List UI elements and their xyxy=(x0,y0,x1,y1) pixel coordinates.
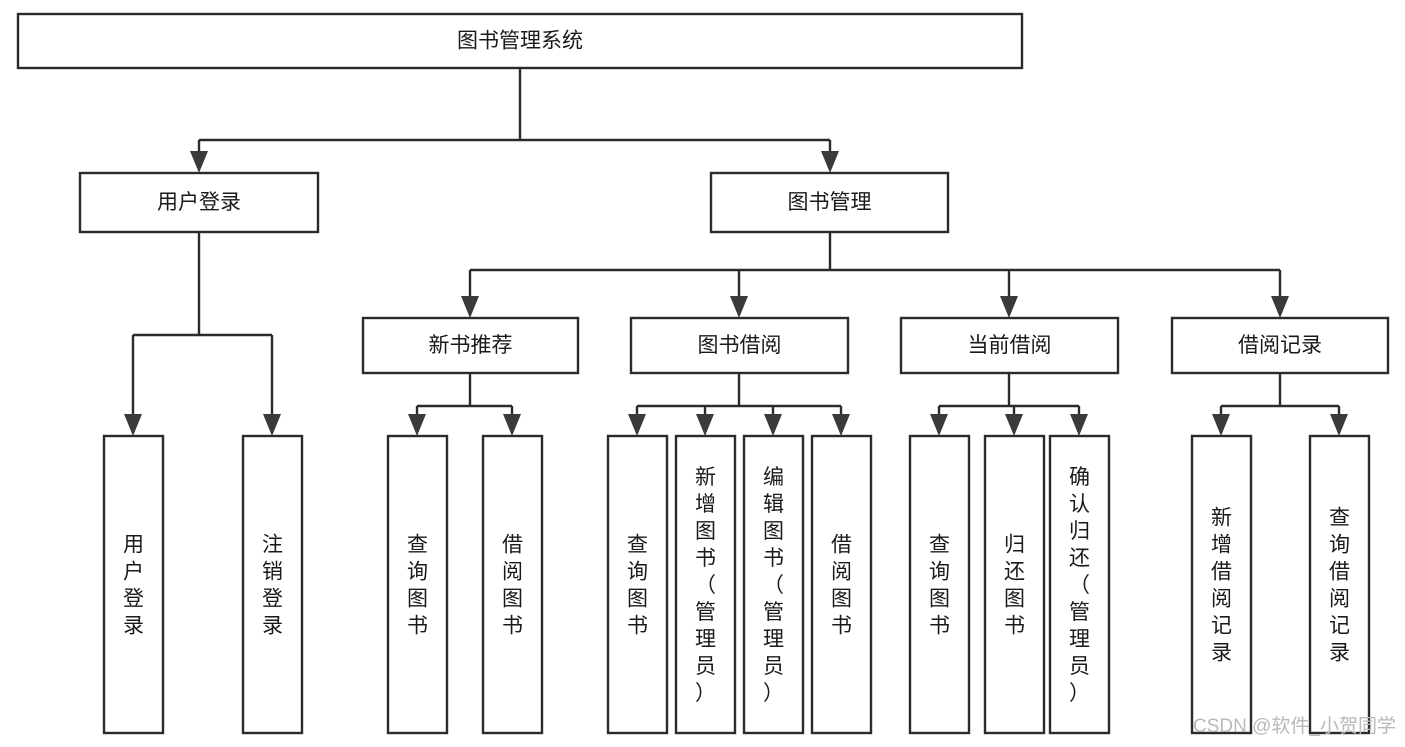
node-leaf-12-box[interactable] xyxy=(1308,434,1371,735)
node-leaf-11-label: 新增借阅记录 xyxy=(1211,507,1232,665)
node-leaf-0[interactable]: 用户登录 xyxy=(102,434,165,735)
node-l3-1-label: 图书借阅 xyxy=(698,334,782,357)
arrow-head-icon xyxy=(730,296,748,318)
node-leaf-11[interactable]: 新增借阅记录 xyxy=(1190,434,1253,735)
node-leaf-4-label: 查询图书 xyxy=(627,534,648,638)
arrow-head-icon xyxy=(1005,414,1023,436)
node-leaf-2-label: 查询图书 xyxy=(407,534,428,638)
node-leaf-8-label: 查询图书 xyxy=(929,534,950,638)
node-leaf-1[interactable]: 注销登录 xyxy=(241,434,304,735)
arrow-head-icon xyxy=(696,414,714,436)
arrow-head-icon xyxy=(1212,414,1230,436)
node-l3-0-box[interactable] xyxy=(361,316,580,375)
arrow-head-icon xyxy=(821,151,839,173)
arrow-head-icon xyxy=(628,414,646,436)
node-leaf-4[interactable]: 查询图书 xyxy=(606,434,669,735)
node-leaf-6-label: 编辑图书（管理员） xyxy=(763,466,784,705)
node-l3-3-box[interactable] xyxy=(1170,316,1390,375)
node-l2-1-box[interactable] xyxy=(709,171,950,234)
node-leaf-0-label: 用户登录 xyxy=(123,534,144,638)
node-leaf-2[interactable]: 查询图书 xyxy=(386,434,449,735)
node-leaf-12[interactable]: 查询借阅记录 xyxy=(1308,434,1371,735)
node-l3-2-box[interactable] xyxy=(899,316,1120,375)
node-leaf-5[interactable]: 新增图书（管理员） xyxy=(674,434,737,735)
arrow-head-icon xyxy=(190,151,208,173)
arrow-head-icon xyxy=(408,414,426,436)
node-leaf-7-box[interactable] xyxy=(810,434,873,735)
node-leaf-3[interactable]: 借阅图书 xyxy=(481,434,544,735)
node-leaf-12-label: 查询借阅记录 xyxy=(1329,507,1350,665)
csdn-watermark: CSDN @软件_小贺同学 xyxy=(1193,715,1396,737)
arrow-head-icon xyxy=(764,414,782,436)
node-leaf-5-label: 新增图书（管理员） xyxy=(695,466,716,705)
node-l3-3[interactable]: 借阅记录 xyxy=(1170,316,1390,375)
node-l3-0-label: 新书推荐 xyxy=(429,334,513,357)
node-l3-3-label: 借阅记录 xyxy=(1238,334,1322,357)
node-l3-2[interactable]: 当前借阅 xyxy=(899,316,1120,375)
node-leaf-10[interactable]: 确认归还（管理员） xyxy=(1048,434,1111,735)
node-leaf-5-box[interactable] xyxy=(674,434,737,735)
node-layer: 图书管理系统用户登录图书管理新书推荐图书借阅当前借阅借阅记录用户登录注销登录查询… xyxy=(16,12,1390,735)
node-l2-0-label: 用户登录 xyxy=(157,191,241,214)
node-root-图书管理系统-label: 图书管理系统 xyxy=(457,30,583,53)
node-leaf-3-label: 借阅图书 xyxy=(502,534,523,638)
node-leaf-4-box[interactable] xyxy=(606,434,669,735)
node-leaf-2-box[interactable] xyxy=(386,434,449,735)
arrow-head-icon xyxy=(263,414,281,436)
node-root-图书管理系统[interactable]: 图书管理系统 xyxy=(16,12,1024,70)
arrow-head-icon xyxy=(1271,296,1289,318)
arrow-head-icon xyxy=(930,414,948,436)
node-leaf-6[interactable]: 编辑图书（管理员） xyxy=(742,434,805,735)
node-leaf-11-box[interactable] xyxy=(1190,434,1253,735)
node-leaf-9-label: 归还图书 xyxy=(1004,534,1025,638)
node-leaf-9-box[interactable] xyxy=(983,434,1046,735)
node-leaf-7[interactable]: 借阅图书 xyxy=(810,434,873,735)
node-leaf-8-box[interactable] xyxy=(908,434,971,735)
arrow-head-icon xyxy=(503,414,521,436)
node-leaf-6-box[interactable] xyxy=(742,434,805,735)
node-l2-1[interactable]: 图书管理 xyxy=(709,171,950,234)
node-leaf-10-box[interactable] xyxy=(1048,434,1111,735)
arrow-head-icon xyxy=(1330,414,1348,436)
node-leaf-0-box[interactable] xyxy=(102,434,165,735)
node-leaf-10-label: 确认归还（管理员） xyxy=(1069,466,1090,705)
node-leaf-8[interactable]: 查询图书 xyxy=(908,434,971,735)
node-leaf-1-box[interactable] xyxy=(241,434,304,735)
node-l2-0[interactable]: 用户登录 xyxy=(78,171,320,234)
node-l3-1[interactable]: 图书借阅 xyxy=(629,316,850,375)
node-l3-2-label: 当前借阅 xyxy=(968,334,1052,357)
node-leaf-7-label: 借阅图书 xyxy=(831,534,852,638)
arrow-head-icon xyxy=(832,414,850,436)
connector-layer xyxy=(124,68,1348,436)
arrow-head-icon xyxy=(461,296,479,318)
node-l3-0[interactable]: 新书推荐 xyxy=(361,316,580,375)
node-l3-1-box[interactable] xyxy=(629,316,850,375)
node-leaf-1-label: 注销登录 xyxy=(262,534,283,638)
arrow-head-icon xyxy=(1000,296,1018,318)
node-l2-0-box[interactable] xyxy=(78,171,320,234)
arrow-head-icon xyxy=(124,414,142,436)
node-leaf-9[interactable]: 归还图书 xyxy=(983,434,1046,735)
node-root-图书管理系统-box[interactable] xyxy=(16,12,1024,70)
node-leaf-3-box[interactable] xyxy=(481,434,544,735)
arrow-head-icon xyxy=(1070,414,1088,436)
node-l2-1-label: 图书管理 xyxy=(788,191,872,214)
